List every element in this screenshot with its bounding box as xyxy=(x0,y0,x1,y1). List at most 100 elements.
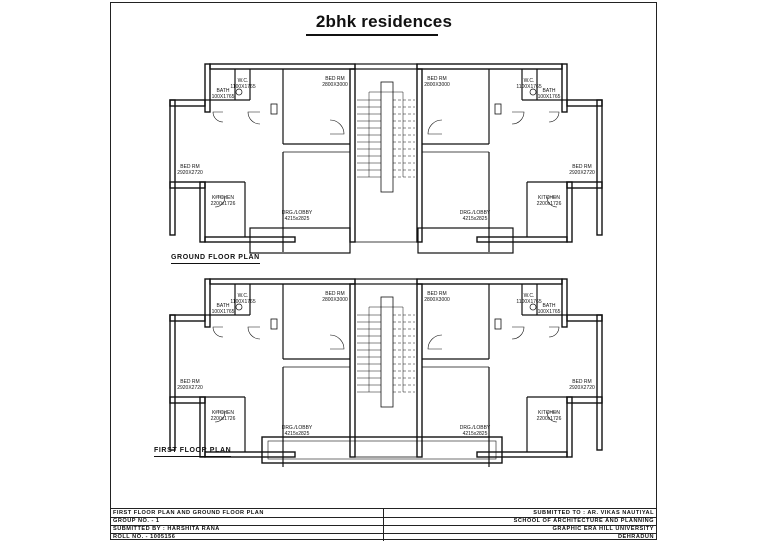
lobby-size: 4215x2825 xyxy=(463,216,488,222)
wall-outline xyxy=(566,396,573,458)
entrance-block xyxy=(249,227,351,254)
first-floor-plan-underline xyxy=(154,456,232,457)
wall-outline xyxy=(209,278,356,285)
bath-size: 100X1765 xyxy=(212,94,235,100)
title-block-school: SCHOOL OF ARCHITECTURE AND PLANNING xyxy=(513,518,654,524)
toilet-fixture xyxy=(235,303,243,311)
wc-size: 1100X1765 xyxy=(516,299,541,305)
wall-outline xyxy=(561,63,568,113)
fixture xyxy=(270,103,278,115)
door-swing xyxy=(427,334,443,350)
bath-label: BATH xyxy=(543,303,556,309)
door-swing xyxy=(214,196,226,208)
toilet-fixture xyxy=(529,88,537,96)
wall-outline xyxy=(209,63,356,70)
title-block-group: GROUP NO. - 1 xyxy=(113,518,160,524)
door-swing xyxy=(548,111,560,123)
title-block-submitted-to: SUBMITTED TO : AR. VIKAS NAUTIYAL xyxy=(533,510,654,516)
bath-label: BATH xyxy=(217,88,230,94)
wall-outline xyxy=(204,451,296,458)
wall-outline xyxy=(416,283,423,458)
bath-size: 100X1765 xyxy=(538,309,561,315)
stair-arrow xyxy=(368,306,404,392)
door-swing xyxy=(548,326,560,338)
door-swing xyxy=(511,326,525,340)
stair-top-wall xyxy=(354,278,418,285)
door-swing xyxy=(511,111,525,125)
door-swing xyxy=(247,326,261,340)
stair-well xyxy=(354,283,418,458)
bath-label: BATH xyxy=(543,88,556,94)
balcony-inner xyxy=(267,440,497,460)
wall-outline xyxy=(476,236,568,243)
ground-floor-plan-label: GROUND FLOOR PLAN xyxy=(171,254,260,264)
kitchen-label: KITCHEN xyxy=(212,410,234,416)
wall-outline xyxy=(349,68,356,243)
wall-outline xyxy=(169,99,176,236)
wall-outline xyxy=(349,283,356,458)
stair-landing xyxy=(380,296,394,408)
toilet-fixture xyxy=(529,303,537,311)
fixture xyxy=(494,103,502,115)
lobby-size: 4215x2825 xyxy=(285,216,310,222)
lobby-label: DRG./LOBBY xyxy=(460,425,491,431)
bath-label: BATH xyxy=(217,303,230,309)
wall-outline xyxy=(416,278,563,285)
door-swing xyxy=(329,119,345,135)
wall-outline xyxy=(596,314,603,451)
wc-size: 1100X1765 xyxy=(516,84,541,90)
wall-outline xyxy=(204,63,211,113)
wall-outline xyxy=(561,278,568,328)
bed-rm-label: BED RM xyxy=(427,291,446,297)
lobby-size: 4215x2825 xyxy=(285,431,310,437)
entrance-block xyxy=(417,227,514,254)
kitchen-size: 2200x1726 xyxy=(537,201,562,207)
stair-well xyxy=(354,68,418,243)
title-block-divider xyxy=(383,509,384,541)
wall-outline xyxy=(596,99,603,236)
title-underline xyxy=(306,34,438,36)
title-block: FIRST FLOOR PLAN AND GROUND FLOOR PLAN G… xyxy=(110,508,657,541)
wall-outline xyxy=(169,314,176,451)
wc-label: W.C. xyxy=(524,293,535,299)
wall-outline xyxy=(566,181,573,243)
bed-rm-size: 2920X2720 xyxy=(569,170,595,176)
first-floor-plan-label: FIRST FLOOR PLAN xyxy=(154,447,232,457)
bed-rm-size: 2920X2720 xyxy=(177,170,203,176)
title-block-university: GRAPHIC ERA HILL UNIVERSITY xyxy=(552,526,654,532)
wall-outline xyxy=(416,68,423,243)
title-block-submitted-by: SUBMITTED BY : HARSHITA RANA xyxy=(113,526,220,532)
bed-rm-label: BED RM xyxy=(325,291,344,297)
bed-rm-size: 2920X2720 xyxy=(569,385,595,391)
bed-rm-label: BED RM xyxy=(325,76,344,82)
bed-rm-size: 2800X3000 xyxy=(322,82,348,88)
wc-size: 1100X1765 xyxy=(230,299,255,305)
lobby-label: DRG./LOBBY xyxy=(282,425,313,431)
door-swing xyxy=(212,111,224,123)
lobby-label: DRG./LOBBY xyxy=(460,210,491,216)
wc-label: W.C. xyxy=(238,293,249,299)
kitchen-label: KITCHEN xyxy=(212,195,234,201)
bed-rm-label: BED RM xyxy=(180,164,199,170)
stair-arrow xyxy=(368,91,404,177)
bed-rm-size: 2920X2720 xyxy=(177,385,203,391)
title-block-drawing-name: FIRST FLOOR PLAN AND GROUND FLOOR PLAN xyxy=(113,510,264,516)
wc-label: W.C. xyxy=(524,78,535,84)
fixture xyxy=(270,318,278,330)
door-swing xyxy=(247,111,261,125)
bed-rm-label: BED RM xyxy=(180,379,199,385)
ground-floor-plan-underline xyxy=(171,263,260,264)
door-swing xyxy=(427,119,443,135)
bed-rm-size: 2800X3000 xyxy=(424,297,450,303)
first-floor-plan-text: FIRST FLOOR PLAN xyxy=(154,447,232,454)
bed-rm-label: BED RM xyxy=(572,379,591,385)
wall-outline xyxy=(476,451,568,458)
door-swing xyxy=(329,334,345,350)
toilet-fixture xyxy=(235,88,243,96)
kitchen-size: 2200x1726 xyxy=(211,201,236,207)
bed-rm-size: 2800X3000 xyxy=(322,297,348,303)
stair-top-wall xyxy=(354,63,418,70)
wc-size: 1100X1765 xyxy=(230,84,255,90)
lobby-size: 4215x2825 xyxy=(463,431,488,437)
